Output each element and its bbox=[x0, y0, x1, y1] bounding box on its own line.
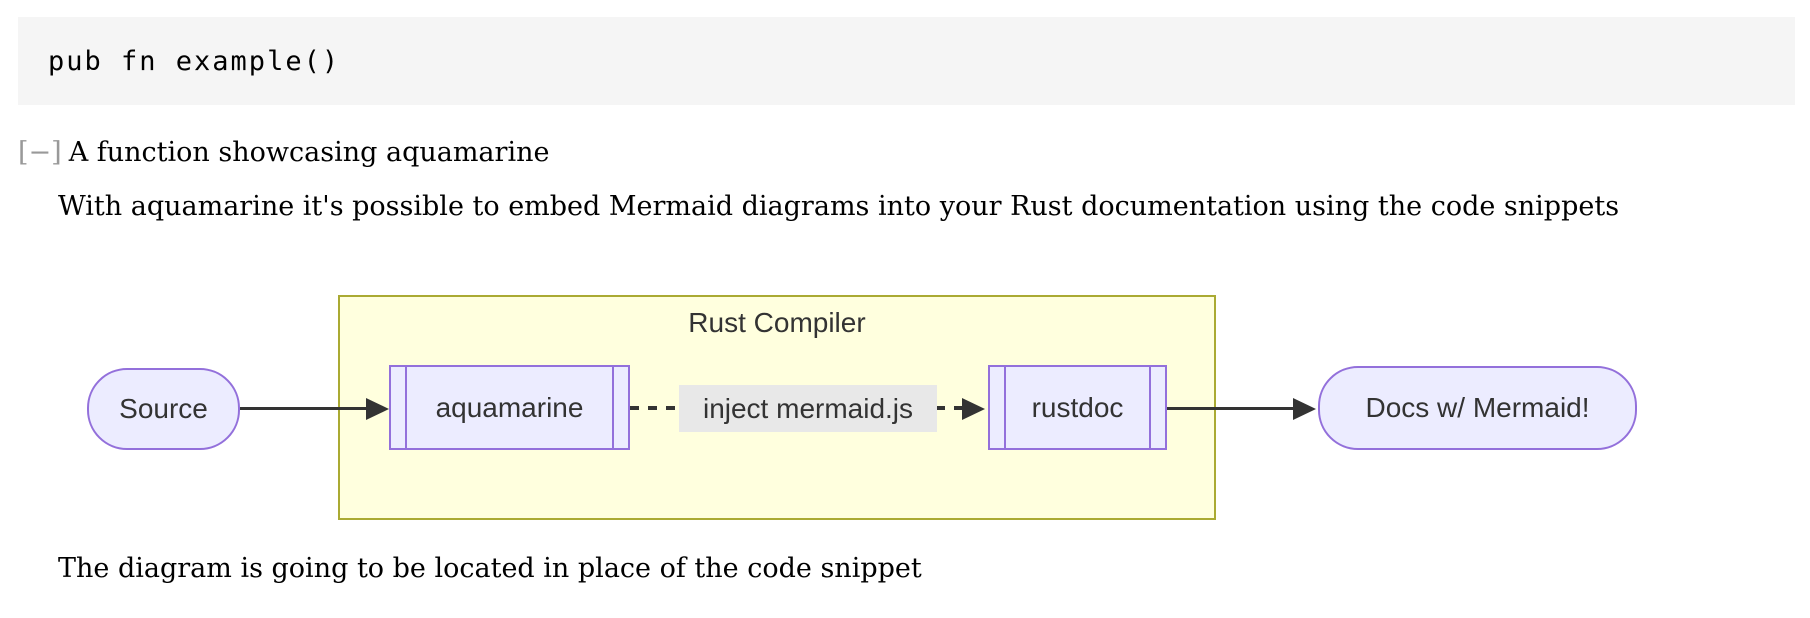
subroutine-line bbox=[405, 367, 407, 448]
function-signature-block: pub fn example() bbox=[18, 17, 1795, 105]
edge-rustdoc-docs bbox=[1167, 407, 1294, 410]
node-aquamarine: aquamarine bbox=[389, 365, 630, 450]
doc-summary-line: [−] A function showcasing aquamarine bbox=[18, 137, 549, 168]
doc-paragraph-outro: The diagram is going to be located in pl… bbox=[58, 553, 922, 584]
doc-paragraph-intro: With aquamarine it's possible to embed M… bbox=[58, 191, 1620, 222]
doc-summary: A function showcasing aquamarine bbox=[68, 137, 550, 168]
node-rustdoc: rustdoc bbox=[988, 365, 1167, 450]
subroutine-line bbox=[1149, 367, 1151, 448]
arrowhead-icon bbox=[1293, 398, 1316, 420]
collapse-toggle[interactable]: [−] bbox=[18, 137, 62, 168]
edge-source-aquamarine bbox=[240, 407, 366, 410]
mermaid-diagram: Rust Compiler Source aquamarine inject m… bbox=[0, 255, 1810, 545]
subroutine-line bbox=[612, 367, 614, 448]
node-source-label: Source bbox=[119, 393, 208, 424]
arrowhead-icon bbox=[962, 398, 985, 420]
node-docs: Docs w/ Mermaid! bbox=[1318, 366, 1637, 450]
function-signature: pub fn example() bbox=[48, 45, 341, 77]
node-source: Source bbox=[87, 368, 240, 450]
edge-label: inject mermaid.js bbox=[679, 385, 937, 432]
subroutine-line bbox=[1004, 367, 1006, 448]
node-rustdoc-label: rustdoc bbox=[1031, 391, 1124, 423]
node-aquamarine-label: aquamarine bbox=[435, 391, 584, 423]
node-docs-label: Docs w/ Mermaid! bbox=[1365, 392, 1590, 423]
arrowhead-icon bbox=[366, 398, 389, 420]
cluster-label: Rust Compiler bbox=[688, 307, 866, 338]
